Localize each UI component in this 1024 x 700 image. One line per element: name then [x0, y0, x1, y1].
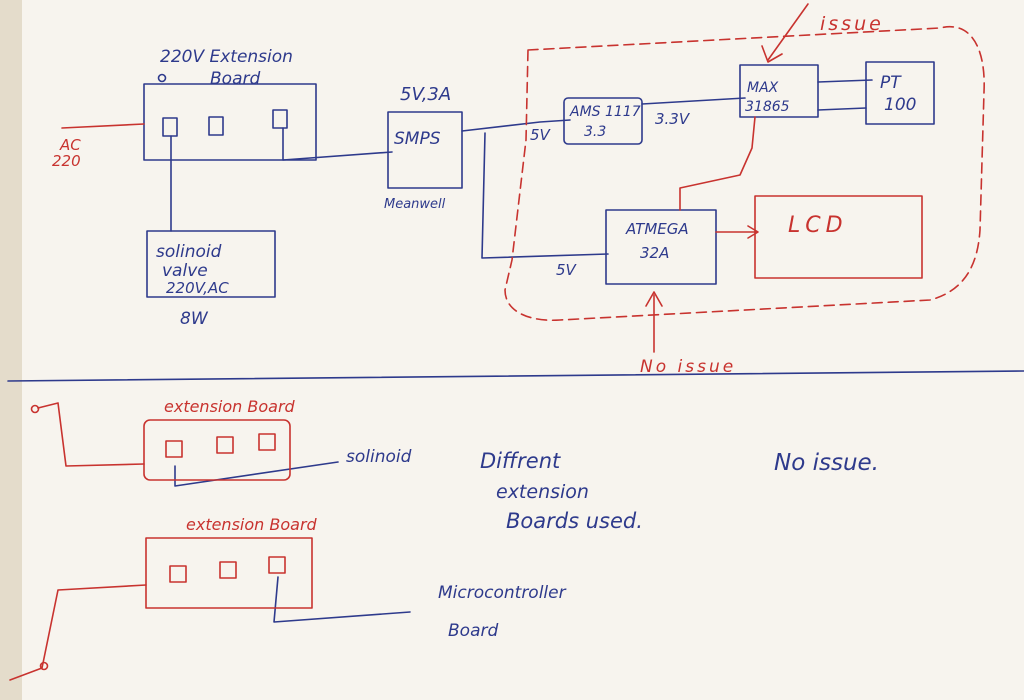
max-label-2: 31865: [745, 99, 790, 115]
solenoid-power: 8W: [180, 309, 209, 329]
ams-label-1: AMS 1117: [569, 104, 641, 120]
socket-2: [208, 116, 224, 136]
wire-ext2-micro: [273, 576, 411, 623]
wire-smps-ams: [461, 119, 571, 132]
solenoid-label-3: 220V,AC: [166, 279, 229, 297]
socket-3: [272, 109, 288, 129]
issue-arrowhead: [761, 45, 783, 63]
paper-shadow: [0, 0, 22, 700]
plug-2-cord: [9, 584, 147, 681]
bottom-solenoid-label: solinoid: [346, 447, 412, 467]
ams-input-voltage: 5V: [530, 126, 552, 144]
atmega-label-1: ATMEGA: [625, 220, 689, 238]
issue-label: issue: [820, 13, 884, 35]
ams-output-voltage: 3.3V: [655, 110, 691, 128]
lcd-label: LCD: [788, 213, 848, 238]
ac-label: AC: [59, 136, 81, 154]
ext2-socket-1: [169, 565, 187, 583]
wire-ext1-solenoid: [174, 461, 339, 487]
ext-board-title: 220V Extension: [160, 47, 293, 67]
socket-1: [162, 117, 178, 137]
smps-label: SMPS: [394, 129, 441, 149]
solenoid-label-1: solinoid: [156, 242, 222, 262]
bottom-ext-board-2: extension Board: [186, 515, 318, 534]
plug-1: [30, 404, 40, 414]
wire-smps-atmega: [481, 132, 609, 259]
circuit-boundary: [504, 25, 985, 322]
max31865-box: [739, 64, 819, 118]
extension-board-2-box: [145, 537, 313, 609]
atmega-voltage: 5V: [556, 261, 578, 279]
max-label-1: MAX: [747, 80, 779, 96]
ext2-socket-3: [268, 556, 286, 574]
note-line-2: extension: [496, 481, 589, 503]
plug-2: [39, 661, 49, 671]
note-line-1: Diffrent: [480, 449, 561, 473]
solenoid-valve-box: [146, 230, 276, 298]
bottom-ext-board-1: extension Board: [164, 397, 296, 416]
divider-line: [7, 370, 1024, 382]
smps-brand: Meanwell: [384, 197, 446, 212]
atmega-label-2: 32A: [640, 244, 669, 262]
pt100-label-1: PT: [880, 73, 902, 93]
no-issue-arrowhead: [645, 291, 663, 307]
wire-max-pt100-2: [817, 107, 867, 111]
ac-value: 220: [52, 152, 81, 170]
ac-input-wire: [61, 123, 145, 129]
ams-label-2: 3.3: [584, 124, 606, 140]
micro-label-1: Microcontroller: [438, 583, 567, 603]
pt100-box: [865, 61, 935, 125]
extension-board-box: [143, 83, 317, 161]
lcd-arrowhead: [747, 225, 759, 239]
ams1117-box: [563, 97, 643, 145]
ext1-socket-2: [216, 436, 234, 454]
ext-board-title-2: Board: [210, 69, 260, 89]
smps-rating: 5V,3A: [400, 84, 451, 105]
wire-board-smps: [282, 127, 393, 161]
no-issue-label: No issue: [640, 357, 736, 377]
note-line-3: Boards used.: [506, 509, 643, 533]
solenoid-label-2: valve: [162, 261, 208, 281]
issue-arrow-line: [767, 3, 809, 61]
note-no-issue: No issue.: [774, 450, 879, 476]
ext1-socket-1: [165, 440, 183, 458]
wire-ams-max: [641, 97, 746, 105]
extension-board-1-box: [143, 419, 291, 481]
atmega-box: [605, 209, 717, 285]
smps-box: [387, 111, 463, 189]
wire-max-pt100-1: [817, 79, 873, 83]
lcd-box: [754, 195, 923, 279]
wire-max-atmega: [679, 116, 756, 211]
pt100-label-2: 100: [884, 95, 916, 115]
ext2-socket-2: [219, 561, 237, 579]
plug-1-cord: [37, 402, 145, 467]
micro-label-2: Board: [448, 621, 498, 641]
board-mark: [157, 73, 167, 83]
ext1-socket-3: [258, 433, 276, 451]
